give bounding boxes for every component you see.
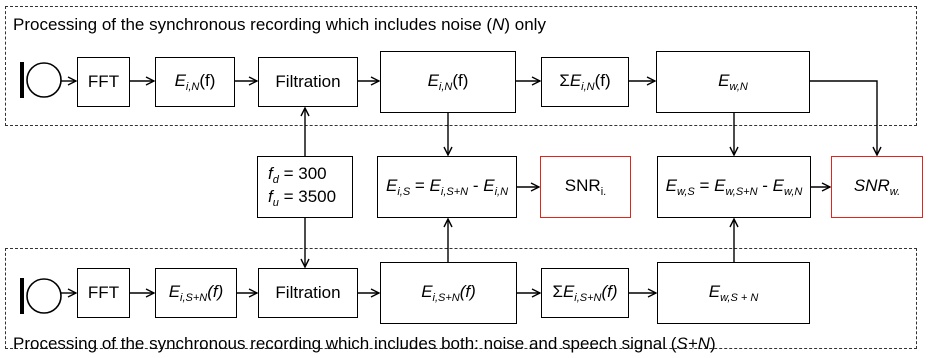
speech-noise-group-label: Processing of the synchronous recording …: [13, 334, 716, 353]
filtered-spectrum-box-speech-noise: Ei,S+N(f): [380, 262, 517, 324]
spectrum-box-speech-noise: Ei,S+N(f): [155, 268, 237, 318]
snr-w-result-box: SNRw.: [831, 156, 923, 218]
microphone-icon: [20, 62, 62, 98]
fft-box-speech-noise: FFT: [77, 268, 130, 318]
speech-noise-processing-group: [5, 248, 917, 349]
fft-box-noise: FFT: [77, 57, 130, 107]
subtraction-box-w: Ew,S = Ew,S+N - Ew,N: [657, 156, 811, 218]
snr-i-result-box: SNRi.: [540, 156, 631, 218]
cutoff-frequency-box: fd = 300 fu = 3500: [257, 156, 353, 218]
sum-box-noise: ΣEi,N(f): [541, 57, 629, 107]
microphone-icon: [20, 278, 62, 314]
spectrum-box-noise: Ei,N(f): [155, 57, 235, 107]
weighted-energy-box-speech-noise: Ew,S + N: [657, 262, 810, 324]
subtraction-box-i: Ei,S = Ei,S+N - Ei,N: [377, 156, 517, 218]
filtered-spectrum-box-noise: Ei,N(f): [380, 51, 516, 113]
arrow-weighted-to-snr-w: [810, 80, 877, 155]
filtration-box-speech-noise: Filtration: [258, 268, 358, 318]
noise-processing-group: [5, 6, 917, 126]
filtration-box-noise: Filtration: [258, 57, 358, 107]
sum-box-speech-noise: ΣEi,S+N(f): [541, 268, 629, 318]
weighted-energy-box-noise: Ew,N: [656, 51, 810, 113]
noise-group-label: Processing of the synchronous recording …: [13, 15, 546, 34]
